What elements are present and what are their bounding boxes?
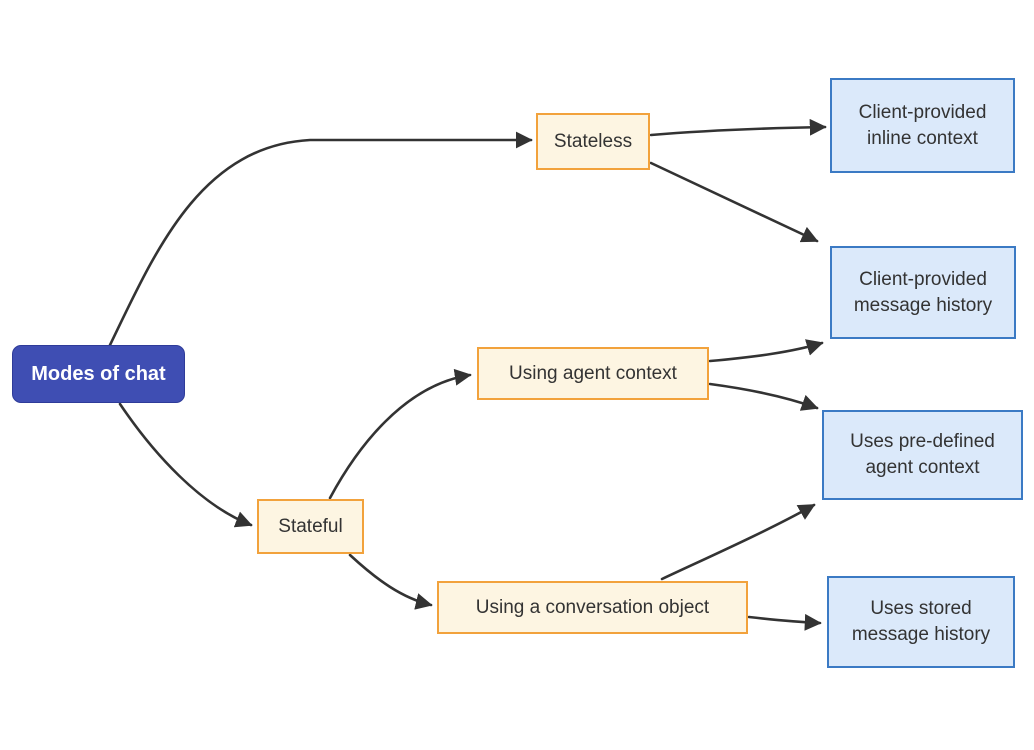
node-using-a-conversation-object-label: Using a conversation object <box>475 596 710 618</box>
node-using-agent-context: Using agent context <box>477 347 709 400</box>
edge-stateless-message-history <box>649 161 819 243</box>
node-using-a-conversation-object: Using a conversation object <box>437 581 748 634</box>
edge-stateful-conversation-object <box>348 553 433 610</box>
node-client-provided-message-history: Client-provided message history <box>830 246 1016 339</box>
edge-conversation-object-stored-history <box>747 613 822 631</box>
edge-stateless-inline-context <box>649 118 827 137</box>
node-modes-of-chat: Modes of chat <box>12 345 185 403</box>
node-using-agent-context-label: Using agent context <box>509 362 677 384</box>
edge-conversation-object-predefined-context <box>660 503 816 581</box>
edge-agent-context-predefined-context <box>708 382 819 411</box>
edge-agent-context-message-history <box>708 339 824 363</box>
edge-root-stateful <box>118 402 253 528</box>
edge-root-stateless <box>108 131 533 347</box>
node-stateless-label: Stateless <box>553 130 633 152</box>
node-client-provided-inline-context: Client-provided inline context <box>830 78 1015 173</box>
node-uses-stored-message-history: Uses stored message history <box>827 576 1015 668</box>
node-stateful-label: Stateful <box>278 515 343 537</box>
edge-stateful-agent-context <box>328 368 472 500</box>
node-uses-pre-defined-agent-context-label: Uses pre-defined agent context <box>850 431 995 478</box>
node-client-provided-message-history-label: Client-provided message history <box>853 268 993 316</box>
node-uses-pre-defined-agent-context: Uses pre-defined agent context <box>822 410 1023 500</box>
node-stateful: Stateful <box>257 499 364 554</box>
node-client-provided-inline-context-label: Client-provided inline context <box>858 101 987 149</box>
node-modes-of-chat-label: Modes of chat <box>31 362 166 385</box>
node-uses-stored-message-history-label: Uses stored message history <box>851 598 991 645</box>
node-stateless: Stateless <box>536 113 650 170</box>
